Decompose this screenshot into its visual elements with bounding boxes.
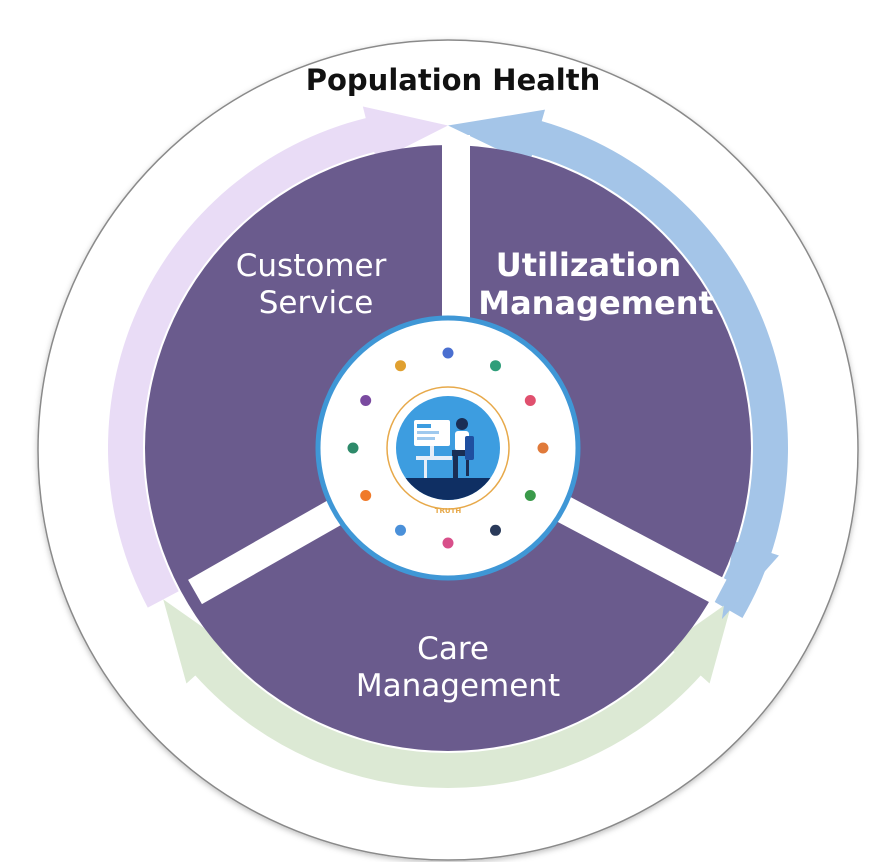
chart-icon	[490, 360, 501, 372]
arrow-utilization-head	[721, 540, 779, 620]
cycle-arrows	[107, 106, 788, 788]
center-hub: TRUTH	[315, 315, 581, 581]
diagram-title: Population Health	[306, 63, 601, 97]
hub-icons	[347, 347, 549, 549]
mountain-icon	[347, 442, 359, 454]
segment-line: Service	[259, 285, 374, 321]
arrow-customer-service	[107, 106, 448, 608]
ribbon-icon	[442, 347, 454, 359]
people-icon	[395, 360, 406, 372]
heart-icon	[524, 395, 536, 406]
segment-line: Management	[356, 668, 560, 704]
chat-icon	[360, 490, 372, 501]
hub-badge: TRUTH	[435, 507, 462, 515]
document-icon	[360, 395, 372, 406]
sparkle-icon	[442, 537, 454, 549]
m-logo-icon	[395, 524, 406, 536]
segment-line: Customer	[236, 248, 387, 284]
arrow-care-management-right	[448, 599, 733, 788]
segment-line: Utilization	[496, 246, 681, 284]
arrow-care-management-left	[163, 599, 449, 788]
segment-label-customer-service: Customer Service	[236, 248, 396, 321]
search-icon	[537, 442, 549, 454]
hub-accent-ring	[386, 386, 510, 510]
segment-label-care-management: Care Management	[356, 631, 560, 704]
segment-label-utilization-management: Utilization Management	[478, 246, 714, 322]
lightning-icon	[490, 524, 501, 536]
arrow-utilization-management	[448, 109, 788, 619]
cart-icon	[524, 490, 536, 501]
segment-line: Management	[478, 284, 714, 322]
segment-line: Care	[417, 631, 489, 667]
